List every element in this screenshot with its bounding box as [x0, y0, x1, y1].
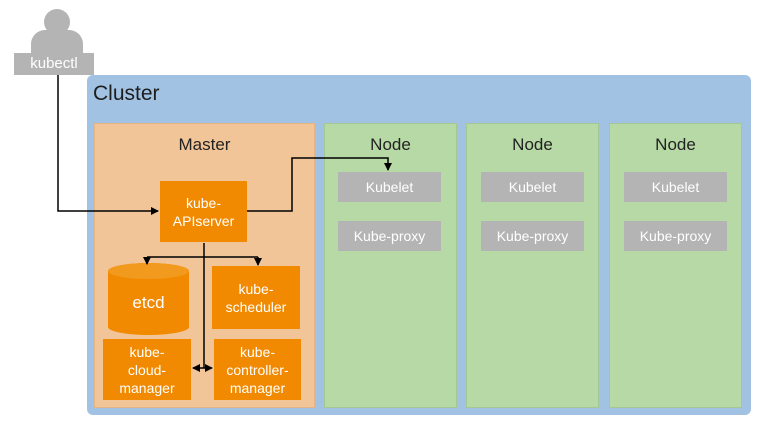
apiserver-to-kubelet-arrow [247, 157, 392, 212]
kube-proxy-box-1: Kube-proxy [338, 221, 441, 251]
kube-apiserver-line-2: APIserver [172, 212, 235, 229]
kube-controller-manager-line-2: controller- [226, 361, 289, 378]
kubectl-label: kubectl [14, 53, 94, 75]
master-title: Master [178, 135, 231, 154]
kube-cloud-manager-box: kube- cloud- manager [103, 339, 191, 400]
kubelet-box-1: Kubelet [338, 172, 441, 202]
kube-proxy-box-2: Kube-proxy [481, 221, 584, 251]
kube-cloud-manager-line-1: kube- [129, 343, 165, 360]
kube-controller-manager-line-3: manager [229, 379, 286, 396]
kube-scheduler-line-1: kube- [238, 280, 274, 297]
node-title-2: Node [512, 135, 553, 154]
etcd-cylinder [108, 263, 189, 335]
kube-controller-manager-line-1: kube- [239, 343, 276, 360]
node-title-3: Node [655, 135, 696, 154]
node-container-2 [466, 123, 599, 408]
node-title-1: Node [370, 135, 411, 154]
kube-scheduler-box: kube- scheduler [212, 266, 300, 329]
kubelet-box-3: Kubelet [624, 172, 727, 202]
kubelet-box-2: Kubelet [481, 172, 584, 202]
cluster-title: Cluster [93, 82, 160, 105]
kube-apiserver-box: kube- APIserver [160, 181, 247, 242]
kube-proxy-box-3: Kube-proxy [624, 221, 727, 251]
kube-cloud-manager-line-2: cloud- [127, 361, 167, 378]
kube-cloud-manager-line-3: manager [119, 379, 175, 396]
kubectl-to-apiserver-arrow [57, 75, 159, 215]
etcd-label: etcd [132, 293, 165, 312]
kube-scheduler-line-2: scheduler [225, 298, 287, 315]
kube-controller-manager-box: kube- controller- manager [214, 339, 301, 400]
node-container-3 [609, 123, 742, 408]
kube-apiserver-line-1: kube- [185, 194, 222, 211]
user-icon-body [31, 30, 83, 54]
